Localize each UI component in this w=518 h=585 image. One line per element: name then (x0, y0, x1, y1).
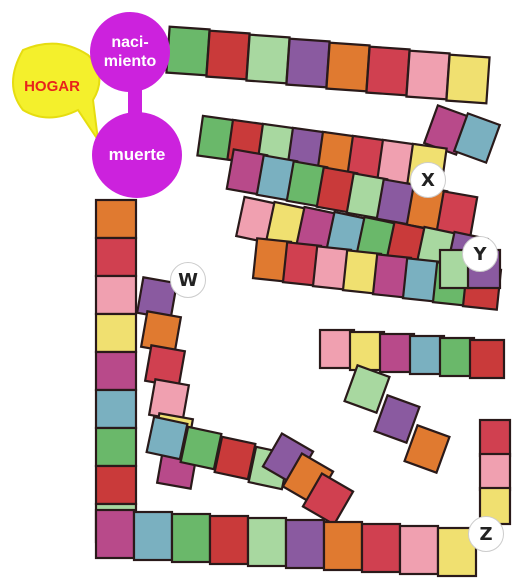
board-tile (96, 352, 136, 390)
board-tile (320, 330, 354, 368)
marker-y: Y (462, 236, 498, 272)
board-tile (366, 47, 409, 96)
board-tile (96, 466, 136, 504)
board-tile (96, 276, 136, 314)
board-tile (172, 514, 210, 562)
marker-w: W (170, 262, 206, 298)
board-tile (362, 524, 400, 572)
board-tile (96, 510, 134, 558)
board-tile (480, 454, 510, 490)
board-tile (96, 428, 136, 466)
board-tile (400, 526, 438, 574)
board-tile (96, 390, 136, 428)
board-tile (324, 522, 362, 570)
board-tile (406, 51, 449, 100)
board-tile (446, 55, 489, 104)
board-tile (166, 27, 209, 76)
muerte-label: muerte (109, 145, 166, 165)
hogar-label: HOGAR (14, 68, 90, 104)
board-tile (350, 332, 384, 370)
board-tile (215, 437, 256, 479)
board-tile (96, 314, 136, 352)
board-tile (326, 43, 369, 92)
board-tile (134, 512, 172, 560)
board-tile (410, 336, 444, 374)
board-tile (210, 516, 248, 564)
nacimiento-bubble: naci- miento (90, 12, 170, 92)
board-tile (286, 520, 324, 568)
board-tile (470, 340, 504, 378)
board-tile (380, 334, 414, 372)
board-tile (206, 31, 249, 80)
board-tile (480, 420, 510, 456)
board-tile (96, 200, 136, 238)
board-tile (286, 39, 329, 88)
marker-x: X (410, 162, 446, 198)
board-tile (246, 35, 289, 84)
board-tile (96, 238, 136, 276)
board-tile (248, 518, 286, 566)
board-tile (147, 417, 188, 459)
nacimiento-label: naci- miento (104, 33, 156, 71)
board-tile (440, 338, 474, 376)
board-tile (181, 427, 222, 469)
muerte-bubble: muerte (92, 112, 182, 198)
marker-z: Z (468, 516, 504, 552)
